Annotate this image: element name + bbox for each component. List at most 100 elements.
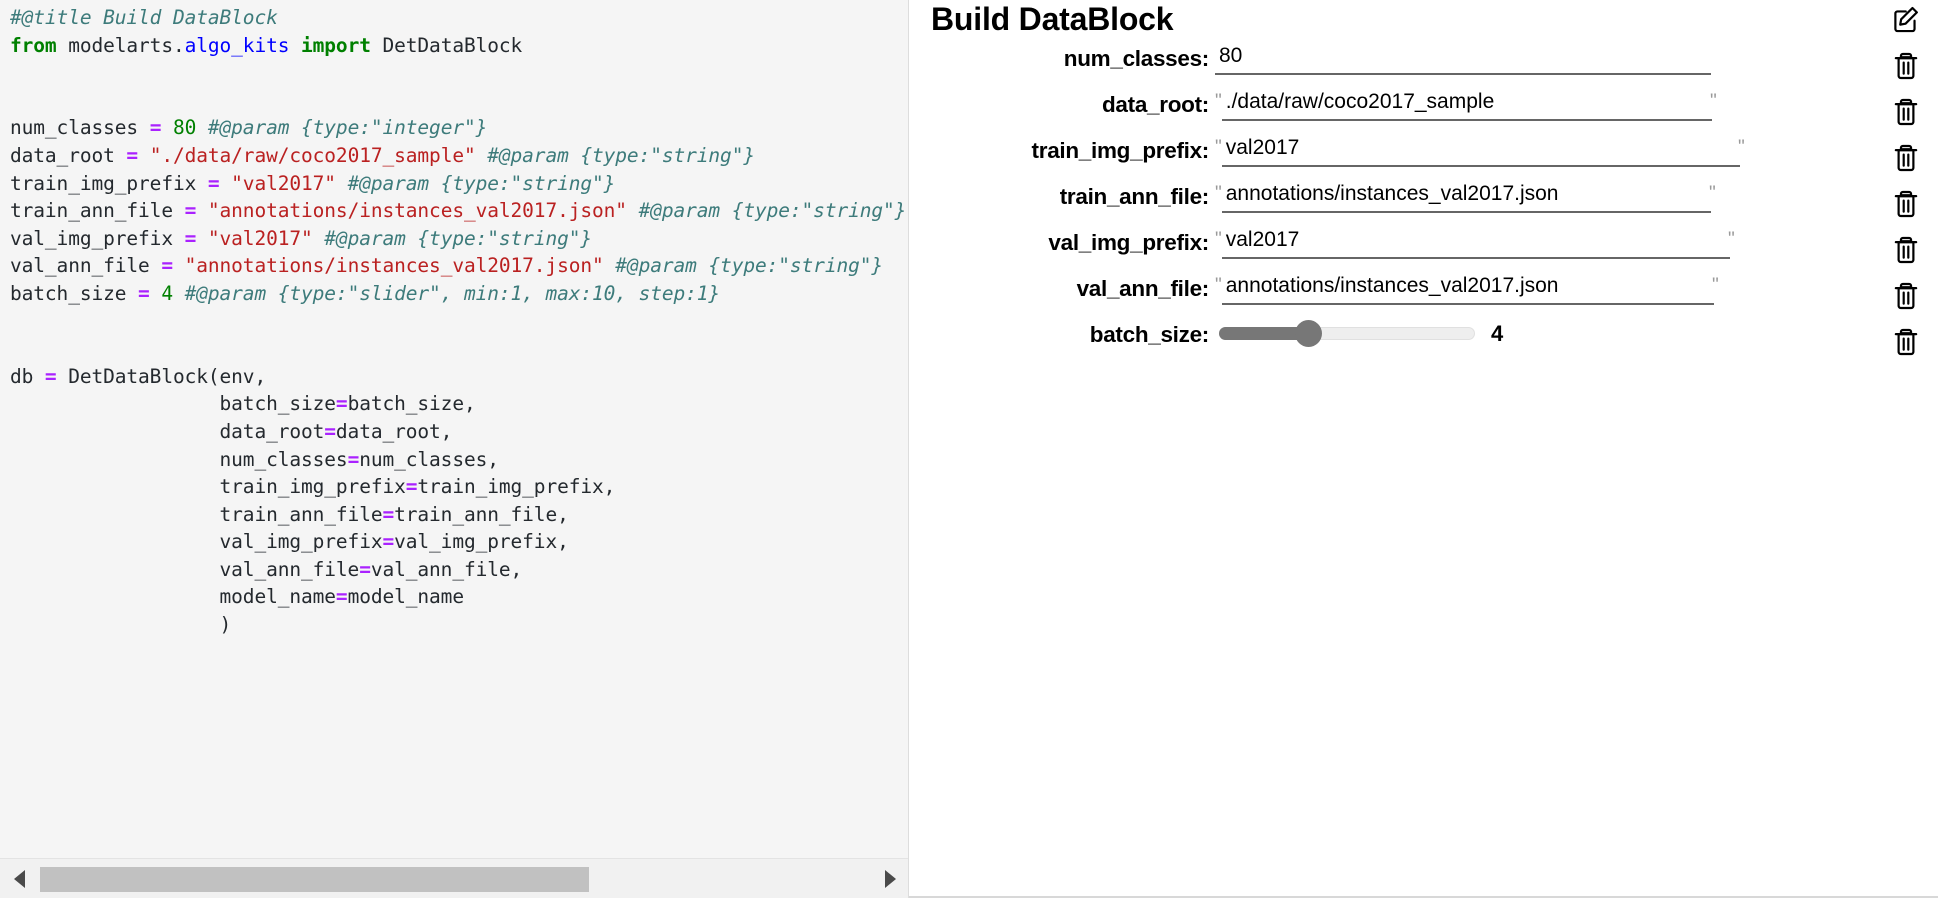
code-token	[150, 282, 162, 305]
code-token	[196, 116, 208, 139]
field-underline	[1215, 73, 1711, 75]
text-input-num-classes[interactable]: 80	[1215, 42, 1711, 75]
form-field-row: data_root:"./data/raw/coco2017_sample"	[909, 88, 1938, 134]
code-token: )	[10, 613, 232, 637]
field-value[interactable]: val2017	[1225, 136, 1300, 159]
field-value[interactable]: annotations/instances_val2017.json	[1225, 182, 1559, 205]
code-token: "val2017"	[231, 171, 336, 195]
code-token: 4	[161, 281, 173, 305]
code-token: =	[161, 254, 173, 278]
code-line: #@title Build DataBlock	[10, 4, 906, 32]
code-token	[336, 172, 348, 195]
code-token: num_classes,	[359, 447, 499, 471]
code-token	[138, 144, 150, 167]
code-line	[10, 335, 906, 363]
code-line: batch_size=batch_size,	[10, 390, 906, 418]
code-token: =	[382, 530, 395, 554]
scroll-right-button[interactable]	[871, 859, 908, 898]
field-value[interactable]: 80	[1219, 44, 1243, 67]
slider-thumb[interactable]	[1295, 320, 1323, 347]
scroll-left-button[interactable]	[0, 859, 38, 898]
code-line: batch_size = 4 #@param {type:"slider", m…	[10, 280, 906, 308]
delete-icon[interactable]	[1886, 322, 1926, 362]
horizontal-scrollbar[interactable]	[0, 858, 908, 898]
code-line: data_root=data_root,	[10, 418, 906, 446]
delete-icon[interactable]	[1886, 276, 1926, 316]
code-token: train_ann_file	[10, 502, 383, 526]
chevron-left-icon	[13, 869, 25, 888]
text-input-train-ann-file[interactable]: annotations/instances_val2017.json	[1221, 180, 1711, 213]
edit-icon[interactable]	[1886, 0, 1926, 40]
code-token	[173, 282, 185, 305]
code-token: =	[324, 419, 336, 443]
code-line: val_img_prefix=val_img_prefix,	[10, 528, 906, 556]
batch-size-slider[interactable]	[1219, 320, 1475, 347]
code-line: val_ann_file=val_ann_file,	[10, 556, 906, 584]
code-token: data_root,	[335, 419, 453, 443]
field-value[interactable]: ./data/raw/coco2017_sample	[1225, 90, 1495, 113]
field-underline	[1221, 303, 1714, 305]
field-control: 80	[1209, 42, 1938, 75]
field-value[interactable]: annotations/instances_val2017.json	[1225, 274, 1559, 297]
code-line	[10, 308, 906, 336]
code-token: #@param {type:"string"}	[615, 254, 884, 278]
code-token: data_root	[10, 143, 127, 167]
slider-control: 4	[1209, 318, 1938, 347]
chevron-right-icon	[884, 869, 896, 888]
code-token: val_img_prefix,	[394, 530, 569, 554]
text-input-data-root[interactable]: ./data/raw/coco2017_sample	[1221, 88, 1712, 121]
form-field-row: val_ann_file:"annotations/instances_val2…	[909, 272, 1938, 318]
code-token: #@param {type:"string"}	[487, 143, 755, 167]
field-underline	[1221, 119, 1712, 121]
code-line: model_name=model_name	[10, 583, 906, 611]
code-token: =	[207, 171, 220, 195]
delete-icon[interactable]	[1886, 46, 1926, 86]
slider-value: 4	[1491, 321, 1504, 346]
field-label: num_classes:	[1063, 46, 1210, 71]
close-quote-mark: "	[1709, 183, 1716, 204]
scrollbar-thumb[interactable]	[40, 866, 589, 892]
field-label: val_ann_file:	[1076, 276, 1210, 301]
delete-icon[interactable]	[1886, 138, 1926, 178]
code-token: #@param {type:"string"}	[638, 199, 907, 223]
code-token: #@param {type:"string"}	[347, 171, 616, 195]
code-line: num_classes = 80 #@param {type:"integer"…	[10, 114, 906, 142]
code-line: db = DetDataBlock(env,	[10, 363, 906, 391]
code-token: model_name	[10, 585, 337, 609]
field-control: "val2017"	[1209, 226, 1938, 259]
text-input-val-img-prefix[interactable]: val2017	[1221, 226, 1730, 259]
code-token: "annotations/instances_val2017.json"	[207, 199, 627, 223]
code-token: model_name	[347, 585, 465, 609]
code-token: val_ann_file	[10, 254, 162, 278]
form-slider-row: batch_size:4	[909, 318, 1938, 364]
field-control: "annotations/instances_val2017.json"	[1209, 272, 1938, 305]
field-label: val_img_prefix:	[1048, 230, 1209, 255]
open-quote-mark: "	[1215, 229, 1222, 250]
text-input-train-img-prefix[interactable]: val2017	[1221, 134, 1740, 167]
form-field-row: train_img_prefix:"val2017"	[909, 134, 1938, 180]
delete-icon[interactable]	[1886, 92, 1926, 132]
delete-icon[interactable]	[1886, 230, 1926, 270]
scrollbar-track[interactable]	[40, 863, 869, 894]
code-token: train_ann_file	[10, 199, 185, 223]
field-underline	[1221, 211, 1711, 213]
code-token: train_ann_file,	[394, 502, 569, 526]
code-token: batch_size	[10, 392, 337, 416]
code-token	[196, 199, 208, 222]
code-token: DetDataBlock(env,	[56, 364, 267, 388]
field-value[interactable]: val2017	[1225, 228, 1300, 251]
text-input-val-ann-file[interactable]: annotations/instances_val2017.json	[1221, 272, 1714, 305]
code-token: val_img_prefix	[10, 226, 185, 250]
code-token: =	[382, 502, 395, 526]
code-token: train_img_prefix	[10, 171, 208, 195]
field-control: "val2017"	[1209, 134, 1938, 167]
code-token	[627, 199, 639, 222]
code-token: from	[10, 33, 57, 57]
form-field-row: num_classes: 80	[909, 42, 1938, 88]
code-line: train_ann_file=train_ann_file,	[10, 501, 906, 529]
close-quote-mark: "	[1728, 229, 1735, 250]
delete-icon[interactable]	[1886, 184, 1926, 224]
